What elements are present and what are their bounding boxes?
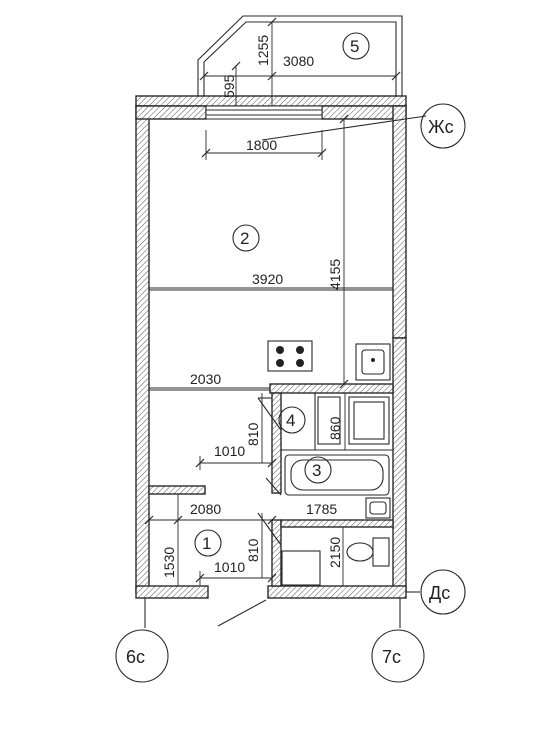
dim-balcony-depth: 1255 [255, 35, 271, 66]
dim-door-1010-upper: 1010 [214, 443, 245, 459]
dim-balcony-small: 595 [221, 74, 237, 98]
kitchen-sink-icon [355, 343, 391, 381]
washing-machine-icon [317, 396, 390, 445]
fixtures [267, 340, 391, 586]
dimension-labels: 3080 1255 595 1800 3920 4155 2030 810 86… [161, 35, 343, 578]
room-number-4: 4 [286, 411, 295, 430]
dim-door-810-upper: 810 [245, 422, 261, 446]
balcony [135, 15, 407, 107]
dim-hall-width: 2080 [190, 501, 221, 517]
room-number-5: 5 [350, 37, 359, 56]
axis-d-label: Дс [429, 583, 450, 603]
room-number-3: 3 [312, 461, 321, 480]
axis-6-label: 6с [126, 647, 145, 667]
axis-7-label: 7с [382, 647, 401, 667]
bath-wc-wall [280, 519, 394, 528]
bath-left-wall [271, 392, 282, 494]
room-number-1: 1 [202, 534, 211, 553]
dim-window-width: 1800 [246, 137, 277, 153]
dimension-lines [144, 17, 427, 628]
hall-stub-wall [148, 485, 206, 495]
dim-hall-1530: 1530 [161, 547, 177, 578]
axis-zh-label: Жс [428, 117, 454, 137]
dim-door-810-lower: 810 [245, 538, 261, 562]
wardrobe-icon [281, 550, 321, 586]
room-numbers: 5 2 4 3 1 [194, 32, 370, 557]
dim-room-width: 3920 [252, 271, 283, 287]
right-wall-lower [392, 337, 407, 593]
left-wall [135, 105, 150, 593]
dim-cabinet-860: 860 [327, 416, 343, 440]
exterior-walls [135, 105, 407, 599]
dim-bath-width: 1785 [306, 501, 337, 517]
right-wall-upper [392, 105, 407, 339]
axis-markers: Жс Дс 6с 7с [115, 103, 466, 683]
entrance-door-leaf [217, 599, 267, 627]
room-number-2: 2 [240, 229, 249, 248]
axis-d-circle [420, 569, 466, 615]
interior-partitions [148, 289, 394, 587]
kitchen-bottom-wall [269, 383, 394, 394]
dim-door-1010-lower: 1010 [214, 559, 245, 575]
dim-room-length: 4155 [327, 259, 343, 290]
axis-zh-circle [420, 103, 466, 149]
bottom-wall-right [267, 585, 407, 599]
balcony-slab [135, 95, 407, 107]
dim-kitchen-width: 2030 [190, 371, 221, 387]
bottom-wall-left [135, 585, 209, 599]
dim-wc-2150: 2150 [327, 537, 343, 568]
bathtub-icon [284, 454, 390, 496]
top-wall-left [135, 105, 207, 120]
toilet-icon [346, 537, 390, 567]
dim-balcony-length: 3080 [283, 53, 314, 69]
bath-door-leaf [265, 477, 282, 496]
stove-icon [267, 340, 313, 372]
window [205, 105, 323, 120]
axis-7-circle [371, 629, 425, 683]
bathroom-sink-icon [365, 497, 391, 519]
axis-6-circle [115, 629, 169, 683]
